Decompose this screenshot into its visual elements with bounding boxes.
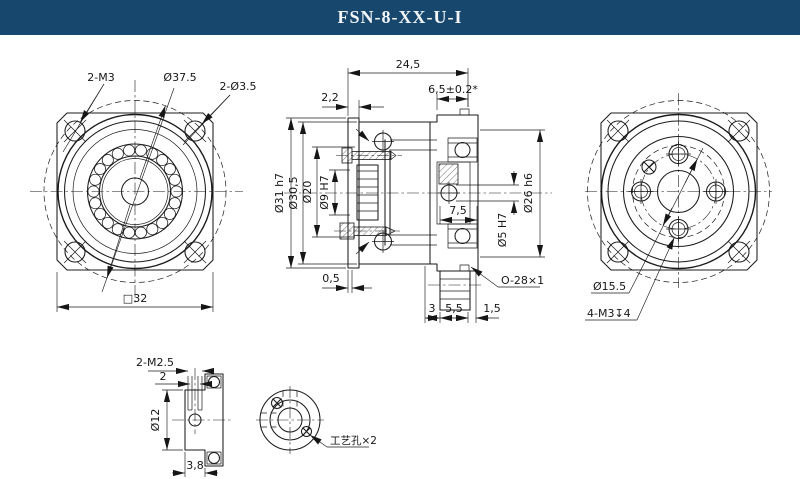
dim-1-5-label: 1,5 — [483, 302, 501, 315]
oring-label: O-28×1 — [501, 274, 544, 287]
section-hub — [436, 161, 471, 225]
front-centerlines — [30, 80, 243, 304]
rear-view: Ø15.5 4-M3↧4 — [585, 93, 772, 321]
section-screws — [334, 147, 402, 240]
rear-thread-label: 4-M3↧4 — [587, 307, 631, 320]
dim-d20: Ø20 — [301, 146, 355, 238]
shaft-dim-3-8-label: 3,8 — [186, 459, 204, 472]
shaft-d12-label: Ø12 — [149, 409, 162, 432]
dim-d31-label: Ø31 h7 — [273, 173, 286, 213]
dim-total-width-label: 24,5 — [396, 58, 421, 71]
front-corner-holes — [63, 119, 207, 264]
shaft-dims: 2-M2.5 2 Ø12 3,8 — [136, 356, 218, 477]
oring-callout: O-28×1 — [470, 266, 544, 288]
rear-process-hole — [641, 159, 657, 175]
front-outer-dashed-circle — [43, 100, 227, 283]
dim-shaft-label: 6,5±0.2* — [428, 83, 478, 96]
rear-centerlines — [585, 93, 772, 288]
dim-d30-5-label: Ø30,5 — [287, 176, 300, 209]
front-leaders — [62, 83, 231, 293]
dim-d5-label: Ø5 H7 — [496, 213, 509, 247]
rear-bolt-circle-label: Ø15.5 — [593, 280, 626, 293]
dim-d30-5: Ø30,5 — [287, 121, 357, 265]
dim-0-5-label: 0,5 — [322, 272, 340, 285]
section-view: 24,5 2,2 6,5±0.2* Ø31 h7 — [273, 58, 552, 323]
dim-shaft-length: 6,5±0.2* — [428, 83, 478, 110]
rear-flange-square — [600, 112, 758, 271]
front-dia-label: Ø37.5 — [163, 71, 196, 84]
process-holes — [270, 396, 313, 438]
shaft-dim-2-label: 2 — [160, 370, 167, 383]
front-holes-label: 2-Ø3.5 — [219, 80, 256, 93]
rear-concentric-circles — [600, 113, 757, 270]
dim-7-5-label: 7,5 — [449, 204, 467, 217]
dim-d5: Ø5 H7 — [456, 171, 519, 247]
title-bar: FSN-8-XX-U-I — [0, 0, 800, 35]
process-outer-circle — [259, 389, 321, 451]
rear-callouts: Ø15.5 4-M3↧4 — [585, 147, 704, 321]
section-body — [347, 117, 437, 269]
process-hole-view: 工艺孔×2 — [256, 386, 377, 454]
rear-corner-holes — [606, 119, 751, 264]
section-output-boss — [428, 270, 482, 311]
dim-flange-thickness: 2,2 — [321, 91, 384, 120]
dim-d26: Ø26 h6 — [480, 129, 545, 258]
drawing-title: FSN-8-XX-U-I — [337, 7, 463, 27]
rear-outer-dashed-circle — [587, 100, 770, 283]
shaft-thread-label: 2-M2.5 — [136, 356, 174, 369]
bearing-balls — [87, 144, 183, 239]
section-output-cap — [429, 108, 479, 272]
rear-bolt-holes — [628, 141, 729, 242]
dim-d9: Ø9 H7 — [318, 169, 350, 216]
dim-7-5: 7,5 — [439, 204, 478, 224]
dim-0-5: 0,5 — [322, 270, 372, 293]
process-callout: 工艺孔×2 — [309, 434, 377, 448]
front-square-label: □32 — [123, 292, 147, 305]
dim-bottom-chain: 3 5,5 1,5 — [424, 266, 501, 323]
process-holes-label: 工艺孔×2 — [330, 434, 377, 447]
dim-flange-label: 2,2 — [321, 91, 339, 104]
dim-d9-label: Ø9 H7 — [318, 175, 331, 209]
dim-d31: Ø31 h7 — [273, 117, 346, 269]
shaft-detail-view: 2-M2.5 2 Ø12 3,8 — [136, 356, 232, 477]
dim-d20-label: Ø20 — [301, 181, 314, 204]
process-hidden-slots — [261, 391, 298, 428]
front-concentric-circles — [57, 113, 213, 270]
dim-total-width: 24,5 — [347, 58, 469, 116]
dim-d26-label: Ø26 h6 — [522, 173, 535, 213]
dim-5-5-label: 5,5 — [445, 302, 463, 315]
front-view: 2-M3 Ø37.5 2-Ø3.5 □32 — [30, 71, 257, 312]
process-mid-circle — [269, 399, 311, 441]
front-square-dim: □32 — [56, 272, 214, 312]
dim-3-label: 3 — [429, 302, 436, 315]
front-thread-label: 2-M3 — [87, 71, 114, 84]
